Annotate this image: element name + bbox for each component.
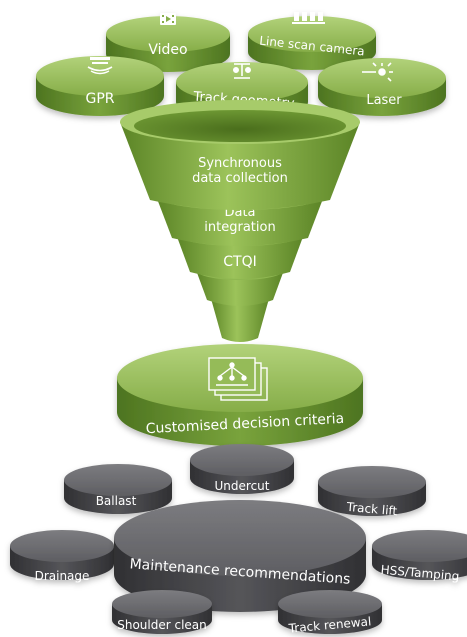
output-drainage: Drainage bbox=[10, 530, 114, 583]
data-funnel: CTQI Data integration Synchronous data c… bbox=[120, 100, 360, 342]
sensor-line-scan-camera: Line scan camera bbox=[248, 12, 376, 70]
shoulder-clean-label: Shoulder clean bbox=[117, 618, 207, 632]
output-ballast: Ballast bbox=[64, 464, 172, 514]
drainage-label: Drainage bbox=[35, 569, 90, 583]
laser-icon bbox=[362, 62, 393, 82]
output-track-lift: Track lift bbox=[318, 466, 426, 518]
sensor-gpr: GPR bbox=[36, 56, 164, 116]
decision-criteria-disc: Customised decision criteria bbox=[117, 344, 363, 446]
measurement-icon bbox=[233, 63, 252, 79]
synchronous-label-2: data collection bbox=[192, 171, 288, 186]
undercut-label: Undercut bbox=[215, 479, 270, 493]
sensor-laser: Laser bbox=[318, 58, 446, 116]
ballast-label: Ballast bbox=[96, 494, 137, 508]
laser-label: Laser bbox=[366, 93, 402, 108]
camera-array-icon bbox=[292, 12, 325, 24]
output-hss-tamping: HSS/Tamping bbox=[372, 530, 467, 583]
synchronous-label-1: Synchronous bbox=[198, 156, 282, 171]
gpr-label: GPR bbox=[85, 91, 114, 107]
output-track-renewal: Track renewal bbox=[278, 590, 382, 636]
film-icon bbox=[160, 13, 176, 25]
hss-tamping-label: HSS/Tamping bbox=[380, 563, 460, 584]
output-undercut: Undercut bbox=[190, 444, 294, 494]
ctqi-label: CTQI bbox=[223, 254, 256, 270]
data-integration-label-2: integration bbox=[204, 220, 275, 235]
track-lift-label: Track lift bbox=[345, 500, 398, 518]
decision-tree-icon bbox=[208, 357, 268, 401]
radar-icon bbox=[87, 57, 113, 75]
video-label: Video bbox=[148, 42, 187, 58]
output-shoulder-clean: Shoulder clean bbox=[112, 590, 212, 634]
